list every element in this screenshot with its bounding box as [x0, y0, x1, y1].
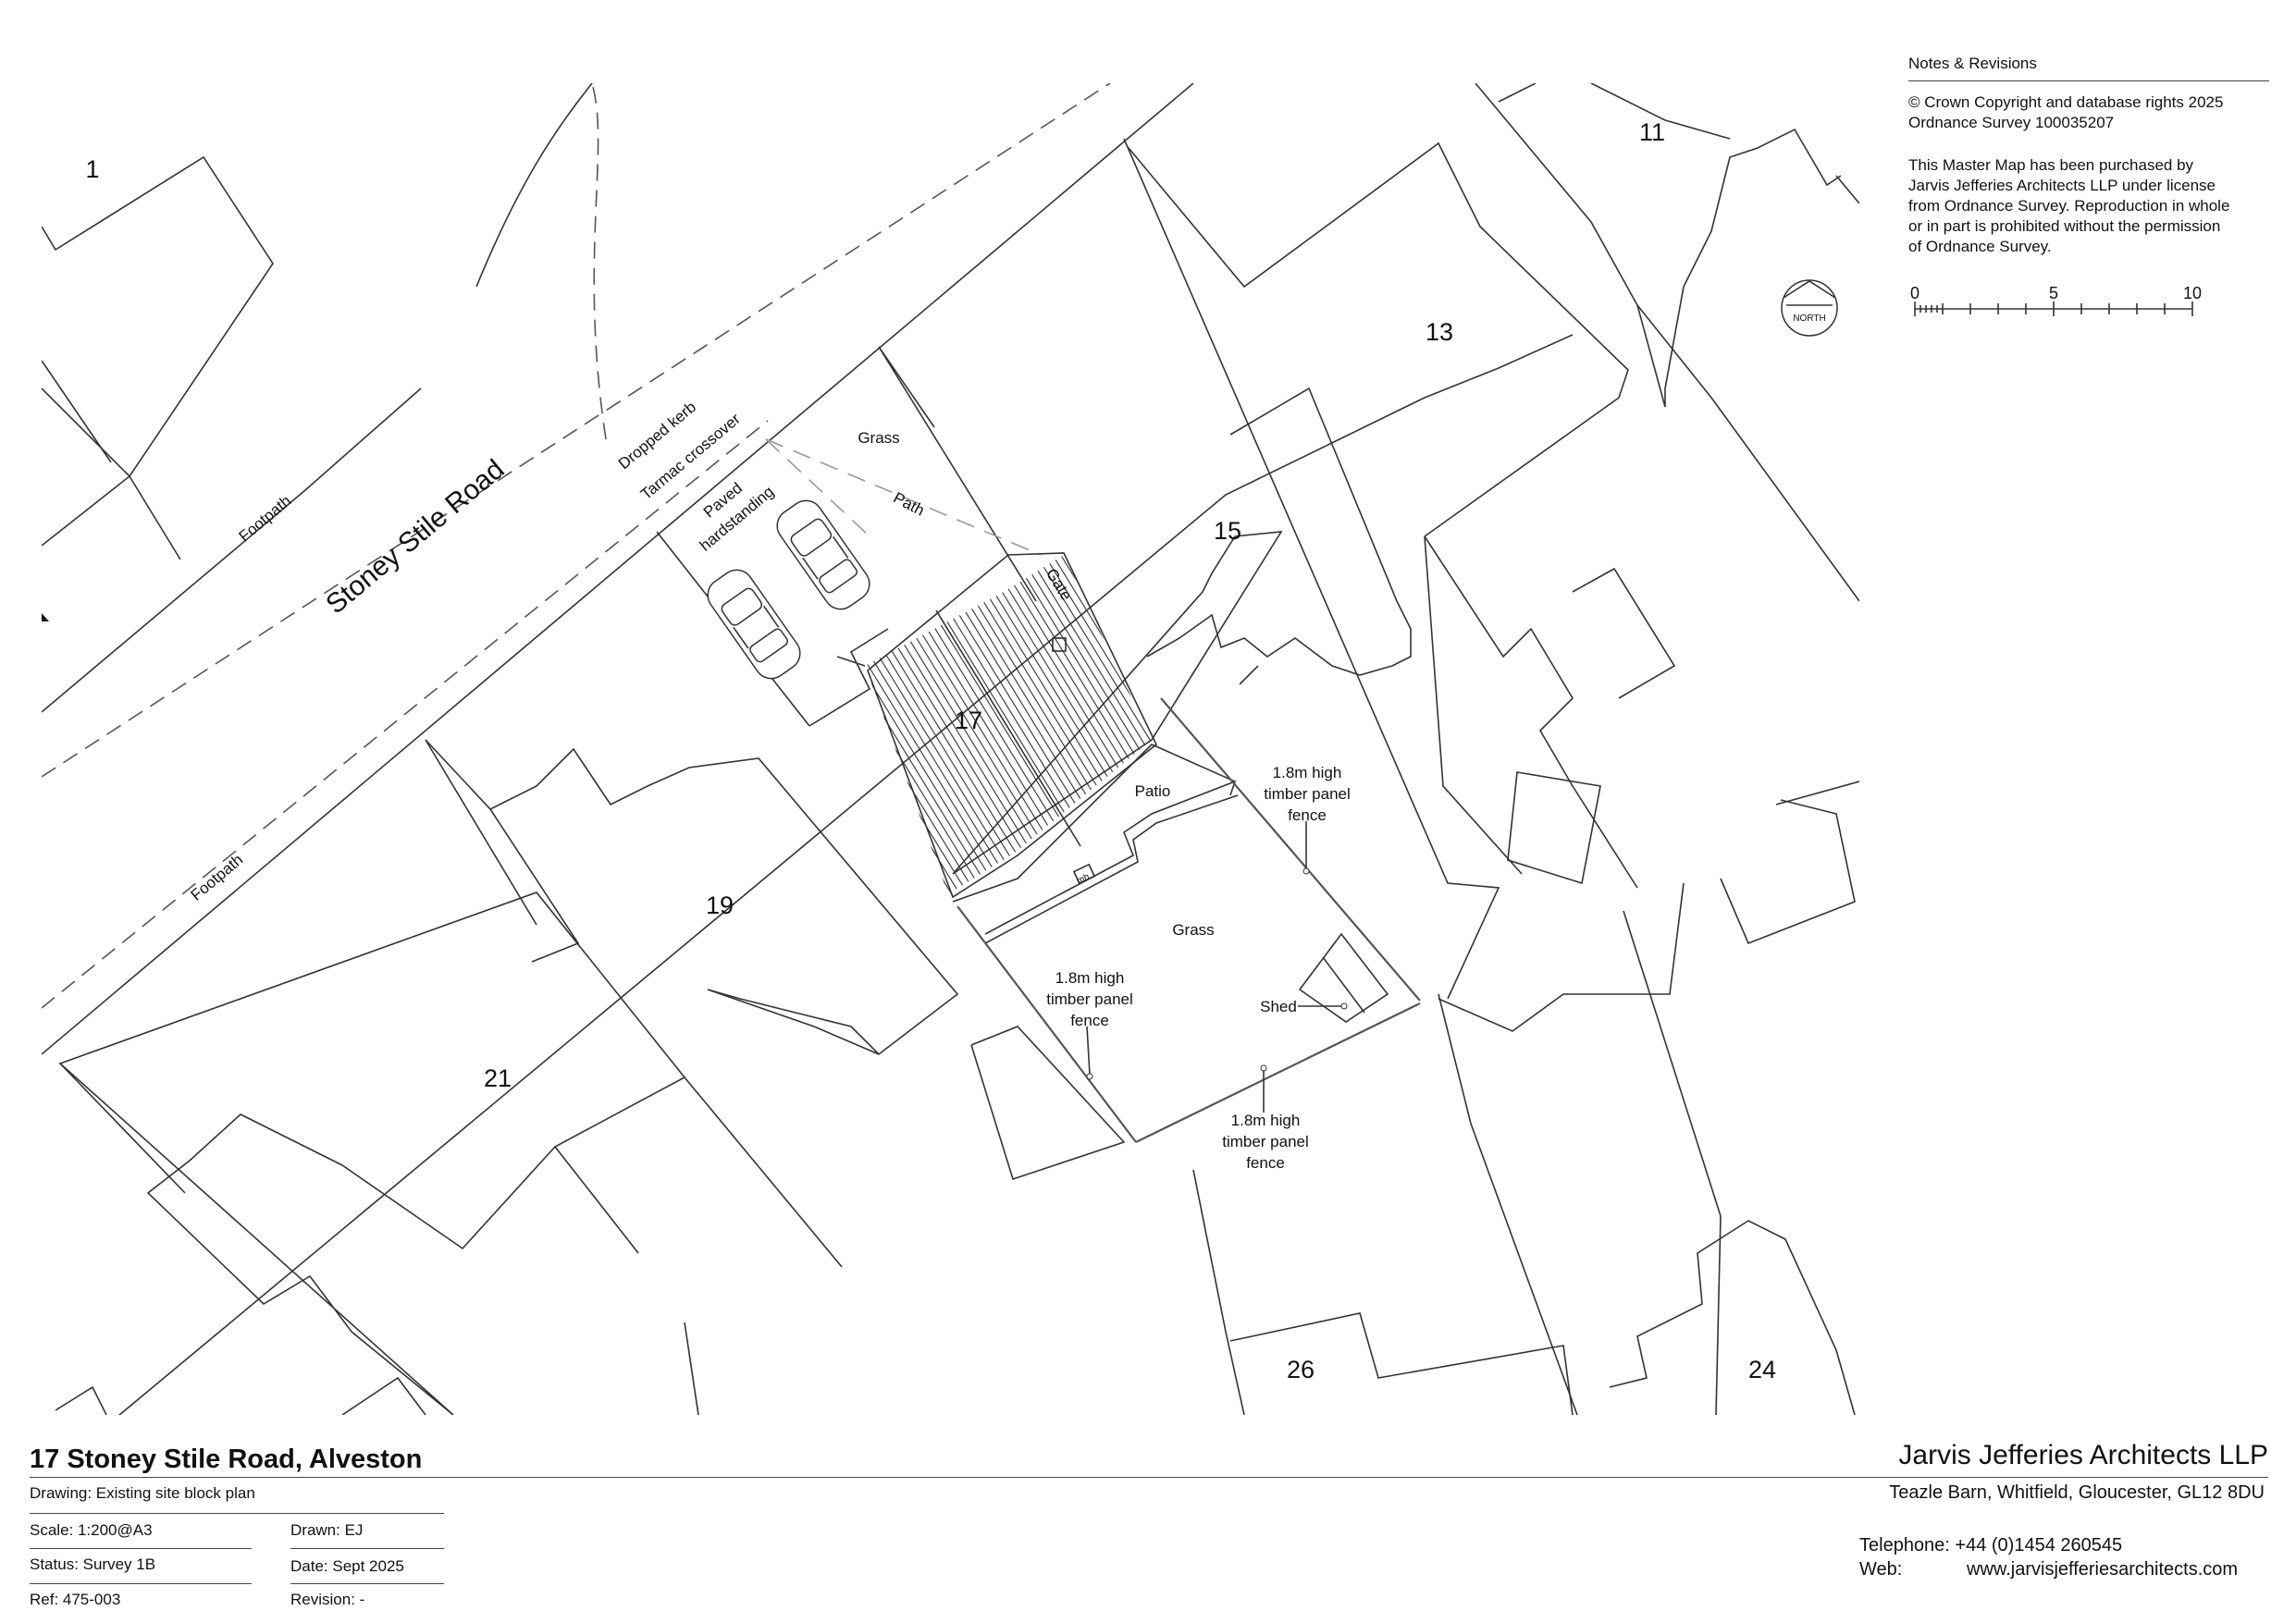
plot-number: 17 [955, 707, 982, 734]
field-divider [290, 1583, 444, 1584]
svg-text:0: 0 [1910, 284, 1920, 302]
firm-address: Teazle Barn, Whitfield, Gloucester, GL12… [1889, 1482, 2265, 1503]
license-line: This Master Map has been purchased by [1908, 156, 2194, 174]
firm-telephone: Telephone: +44 (0)1454 260545 [1859, 1535, 2123, 1555]
project-title: 17 Stoney Stile Road, Alveston [30, 1445, 423, 1474]
drawing-title: Drawing: Existing site block plan [30, 1484, 255, 1502]
svg-text:10: 10 [2183, 284, 2202, 302]
fence-label: 1.8m high [1231, 1112, 1301, 1129]
web-label: Web: [1859, 1559, 1903, 1580]
fence-label: 1.8m high [1055, 969, 1125, 987]
grass-label: Grass [1172, 921, 1214, 939]
patio-label: Patio [1135, 782, 1171, 800]
notes-divider [1908, 80, 2269, 81]
manhole-label: mh [1075, 872, 1091, 887]
car-icon [707, 569, 801, 680]
plot-number: 15 [1214, 517, 1241, 545]
fence-label: timber panel [1046, 990, 1133, 1008]
car-icon [776, 499, 870, 610]
status-field: Status: Survey 1B [30, 1555, 156, 1573]
scale-bar: 0 5 10 [1910, 284, 2202, 316]
north-arrow-icon: NORTH [1781, 279, 1838, 337]
notes-heading: Notes & Revisions [1908, 55, 2037, 72]
plot-number: 11 [1639, 118, 1665, 146]
fence-label: timber panel [1222, 1133, 1309, 1150]
date-field: Date: Sept 2025 [290, 1557, 404, 1575]
field-divider [30, 1583, 252, 1584]
svg-text:NORTH: NORTH [1793, 314, 1825, 324]
license-line: of Ordnance Survey. [1908, 238, 2052, 255]
plot-number: 13 [1426, 318, 1453, 346]
scale-field: Scale: 1:200@A3 [30, 1521, 153, 1539]
shed-label: Shed [1260, 998, 1297, 1015]
revision-field: Revision: - [290, 1591, 365, 1608]
footpath-label: Footpath [236, 492, 295, 546]
fence-label: 1.8m high [1273, 764, 1342, 781]
field-divider [30, 1548, 252, 1549]
plot-number: 21 [484, 1064, 512, 1092]
fence-label: fence [1246, 1154, 1285, 1172]
title-divider [30, 1477, 2268, 1478]
grass-label: Grass [858, 429, 899, 447]
roof-hatch [865, 555, 1152, 894]
fence-label: fence [1070, 1012, 1109, 1029]
plot-number: 19 [706, 891, 734, 919]
license-line: from Ordnance Survey. Reproduction in wh… [1908, 197, 2230, 215]
copyright-line: © Crown Copyright and database rights 20… [1908, 93, 2224, 111]
footpath-label: Footpath [188, 851, 247, 904]
license-line: or in part is prohibited without the per… [1908, 217, 2221, 235]
fence-label: fence [1288, 806, 1327, 824]
marker-icon [42, 613, 49, 621]
license-line: Jarvis Jefferies Architects LLP under li… [1908, 177, 2216, 194]
plot-number: 26 [1287, 1356, 1315, 1383]
firm-name: Jarvis Jefferies Architects LLP [1898, 1440, 2268, 1470]
field-divider [290, 1548, 444, 1549]
map-linework [42, 83, 1859, 1415]
road-label: Stoney Stile Road [320, 454, 510, 621]
fence-label: timber panel [1264, 785, 1351, 803]
plot-number: 24 [1748, 1356, 1776, 1383]
field-divider [30, 1513, 444, 1514]
reference-field: Ref: 475-003 [30, 1591, 121, 1608]
drawn-field: Drawn: EJ [290, 1521, 364, 1539]
plot-number: 1 [85, 155, 99, 183]
copyright-line: Ordnance Survey 100035207 [1908, 114, 2115, 131]
web-link[interactable]: www.jarvisjefferiesarchitects.com [1967, 1559, 2239, 1580]
path-label: Path [891, 489, 928, 520]
svg-text:5: 5 [2049, 284, 2058, 302]
